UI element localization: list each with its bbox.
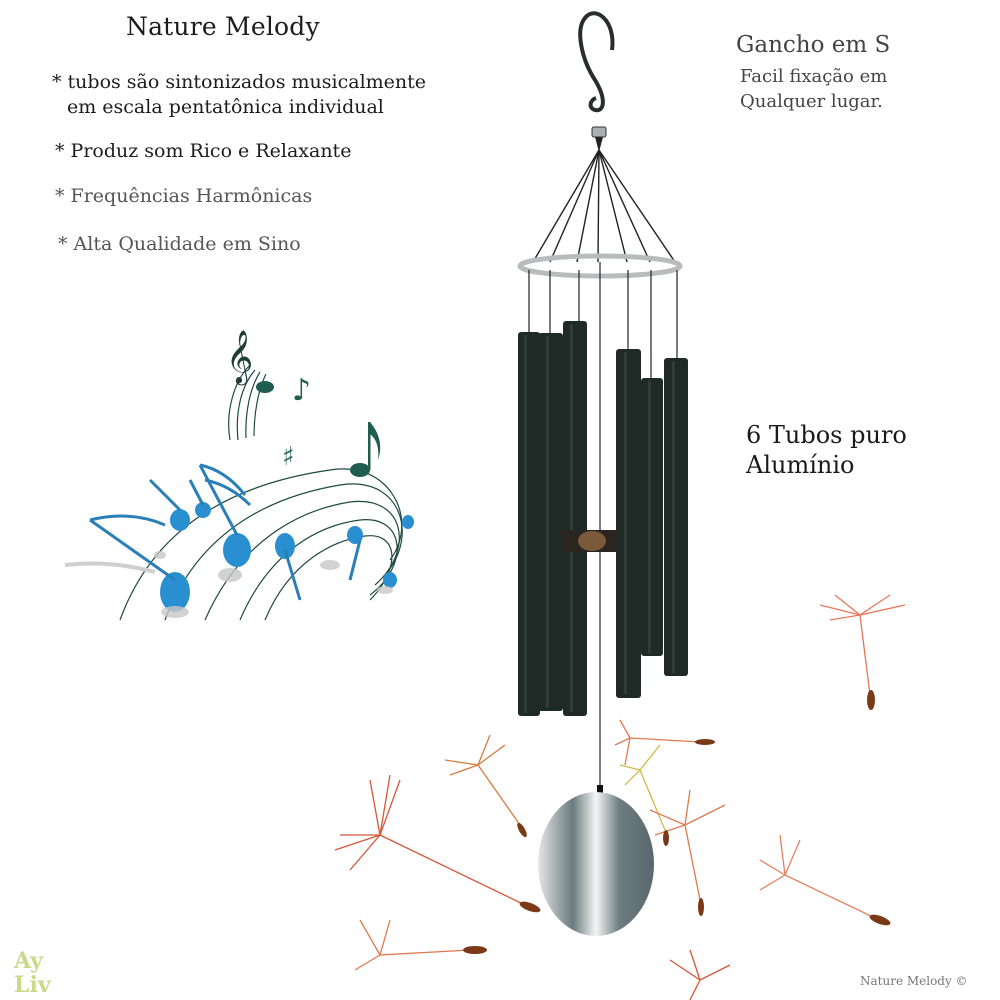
wind-chime-product [500, 0, 700, 940]
feature-harmonic-frequencies: * Frequências Harmônicas [55, 185, 313, 207]
tubes-caption-line1: 6 Tubos puro [746, 421, 907, 449]
hook-description: Facil fixação em Qualquer lugar. [740, 64, 887, 114]
hook-description-line1: Facil fixação em [740, 66, 888, 87]
hook-title: Gancho em S [736, 32, 891, 58]
feature-tuned-tubes-cont: em escala pentatônica individual [67, 96, 384, 118]
hook-description-line2: Qualquer lugar. [740, 91, 883, 112]
s-hook-icon [578, 11, 615, 113]
tubes-caption: 6 Tubos puro Alumínio [746, 420, 907, 480]
copyright-text: Nature Melody © [860, 974, 968, 988]
tube-1 [518, 332, 540, 716]
dandelion-seeds-decoration [330, 580, 1000, 1000]
feature-rich-sound: * Produz som Rico e Relaxante [55, 140, 352, 162]
svg-text:♯: ♯ [282, 442, 295, 472]
chime-tubes [518, 321, 688, 716]
wind-sail [538, 792, 654, 936]
music-notes-illustration: 𝄞 ♪ ♯ [60, 310, 440, 630]
tube-3 [563, 321, 587, 716]
tube-4 [616, 349, 641, 698]
svg-text:Liv: Liv [14, 972, 52, 996]
tube-2 [538, 333, 563, 711]
tube-6 [664, 358, 688, 676]
tubes-caption-line2: Alumínio [746, 451, 855, 479]
brand-logo: Ay Liv [12, 946, 62, 996]
svg-text:♪: ♪ [292, 373, 311, 408]
feature-tuned-tubes: * tubos são sintonizados musicalmente [52, 71, 427, 93]
tube-5 [641, 378, 663, 656]
svg-text:Ay: Ay [13, 948, 44, 974]
brand-title: Nature Melody [126, 12, 320, 41]
svg-text:𝄞: 𝄞 [226, 329, 253, 385]
feature-high-quality: * Alta Qualidade em Sino [58, 233, 301, 255]
